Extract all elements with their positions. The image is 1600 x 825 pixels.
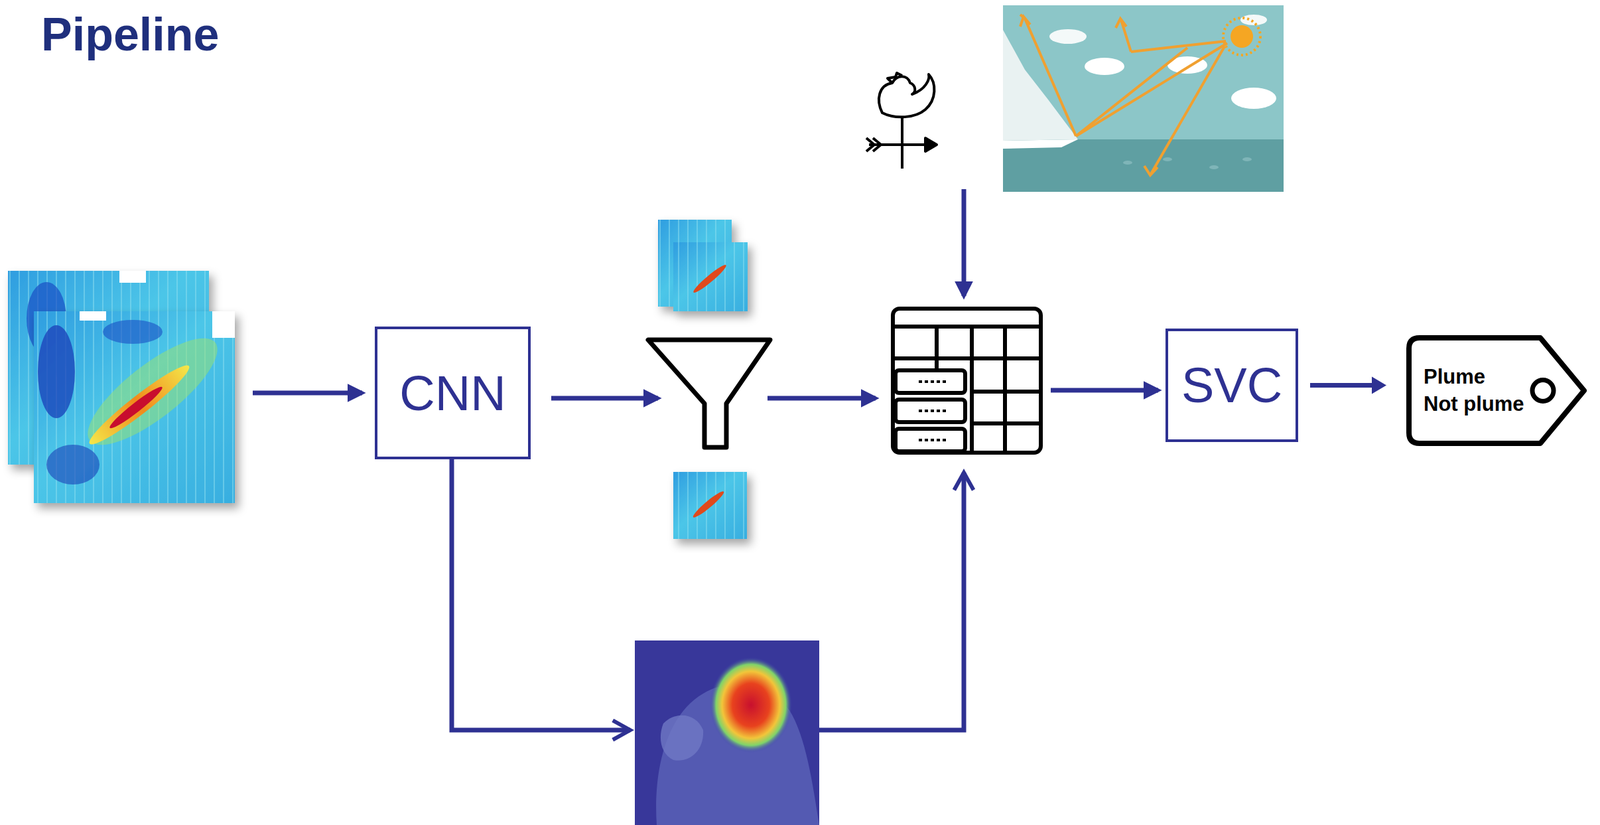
- table-line: [892, 356, 1041, 361]
- heatmap-patch: [102, 319, 163, 344]
- ray-head: [1020, 16, 1031, 27]
- page-title: Pipeline: [41, 7, 219, 62]
- table-outline: [892, 308, 1041, 453]
- vane-head: [925, 137, 937, 152]
- ray-head: [1144, 165, 1158, 176]
- ray: [1075, 47, 1188, 136]
- tag-hole: [1532, 380, 1554, 402]
- flow-arrow: [451, 459, 631, 730]
- flow-arrow: [252, 390, 363, 396]
- heatmap-stripes: [33, 311, 235, 503]
- feature-table-icon: [892, 308, 1041, 453]
- ray: [1150, 46, 1225, 174]
- vane-tail: [872, 137, 881, 152]
- fish: [1123, 160, 1133, 165]
- flow-arrow: [551, 396, 659, 401]
- input-heatmap-front: [33, 311, 235, 503]
- flow-arrow: [819, 472, 964, 730]
- table-line: [971, 421, 1041, 426]
- patch-bottom: [673, 471, 747, 539]
- cloud: [1240, 14, 1267, 26]
- fish: [1209, 165, 1219, 170]
- table-line: [971, 389, 1041, 394]
- fish: [1123, 157, 1252, 170]
- filter-funnel: [648, 339, 771, 448]
- server-unit: [895, 428, 966, 452]
- fish: [1162, 157, 1173, 162]
- rooster-comb: [887, 72, 903, 83]
- tag-text-group: PlumeNot plume: [1423, 334, 1525, 446]
- server-dots: [918, 409, 949, 412]
- ray: [1075, 43, 1228, 136]
- weathervane-icon: [866, 72, 937, 169]
- plume-halo: [73, 321, 232, 462]
- gradcam-image: [634, 640, 820, 825]
- server-dots: [918, 438, 949, 442]
- plume: [84, 358, 196, 451]
- cloud: [1084, 57, 1125, 75]
- cloud: [1231, 87, 1277, 109]
- dog-head: [660, 715, 704, 761]
- patch-stack-top: [658, 219, 748, 312]
- flow-arrow: [961, 189, 967, 296]
- heatmap-gap: [119, 270, 146, 283]
- tag-body: [1408, 337, 1585, 444]
- plume: [691, 488, 726, 520]
- patch: [673, 471, 747, 539]
- cnn-box: CNN: [374, 326, 531, 460]
- iceberg: [1002, 29, 1078, 141]
- label-tag: PlumeNot plume: [1406, 334, 1587, 446]
- ray: [1024, 18, 1076, 136]
- server-dots: [918, 380, 949, 383]
- table-line: [934, 326, 939, 369]
- heatmap-gap: [212, 311, 235, 338]
- vane-tail: [866, 137, 875, 152]
- flow-arrow: [1310, 376, 1387, 395]
- sun: [1230, 25, 1254, 48]
- sun-rays: [1223, 17, 1261, 56]
- radiation-arrows: [1020, 14, 1228, 176]
- sky: [1002, 5, 1284, 192]
- class-label: Plume: [1423, 363, 1525, 391]
- heatmap-patch: [37, 325, 75, 418]
- heatmap-patch: [46, 444, 100, 485]
- patch-stripes: [673, 242, 748, 312]
- plume-core: [106, 383, 165, 432]
- patch: [673, 242, 748, 312]
- class-label: Not plume: [1423, 390, 1525, 418]
- server-unit: [895, 399, 966, 422]
- activation-heat: [709, 656, 793, 753]
- sea: [1002, 139, 1284, 192]
- box-label: SVC: [1181, 356, 1283, 414]
- arrowhead: [1371, 376, 1387, 395]
- gradcam-ground: [634, 640, 820, 825]
- ray-head: [1115, 18, 1127, 28]
- heatmap-gap: [79, 311, 107, 321]
- ice-shelf: [1002, 139, 1078, 149]
- plume: [691, 262, 728, 296]
- fish: [1242, 157, 1252, 162]
- connector-line: [1310, 382, 1376, 388]
- flow-arrow: [1050, 388, 1159, 393]
- svc-box: SVC: [1165, 328, 1299, 442]
- table-line: [892, 324, 1041, 329]
- box-label: CNN: [399, 364, 506, 422]
- funnel-outline: [648, 339, 771, 448]
- tag-outline: [1406, 334, 1587, 446]
- radiation-illustration: [1002, 5, 1284, 192]
- heatmap-ground: [33, 311, 235, 503]
- rooster: [878, 74, 934, 117]
- server-unit: [895, 370, 966, 393]
- patch-stripes: [673, 471, 747, 539]
- flow-arrow: [767, 396, 876, 401]
- cloud: [1049, 29, 1087, 44]
- ray: [1131, 41, 1226, 52]
